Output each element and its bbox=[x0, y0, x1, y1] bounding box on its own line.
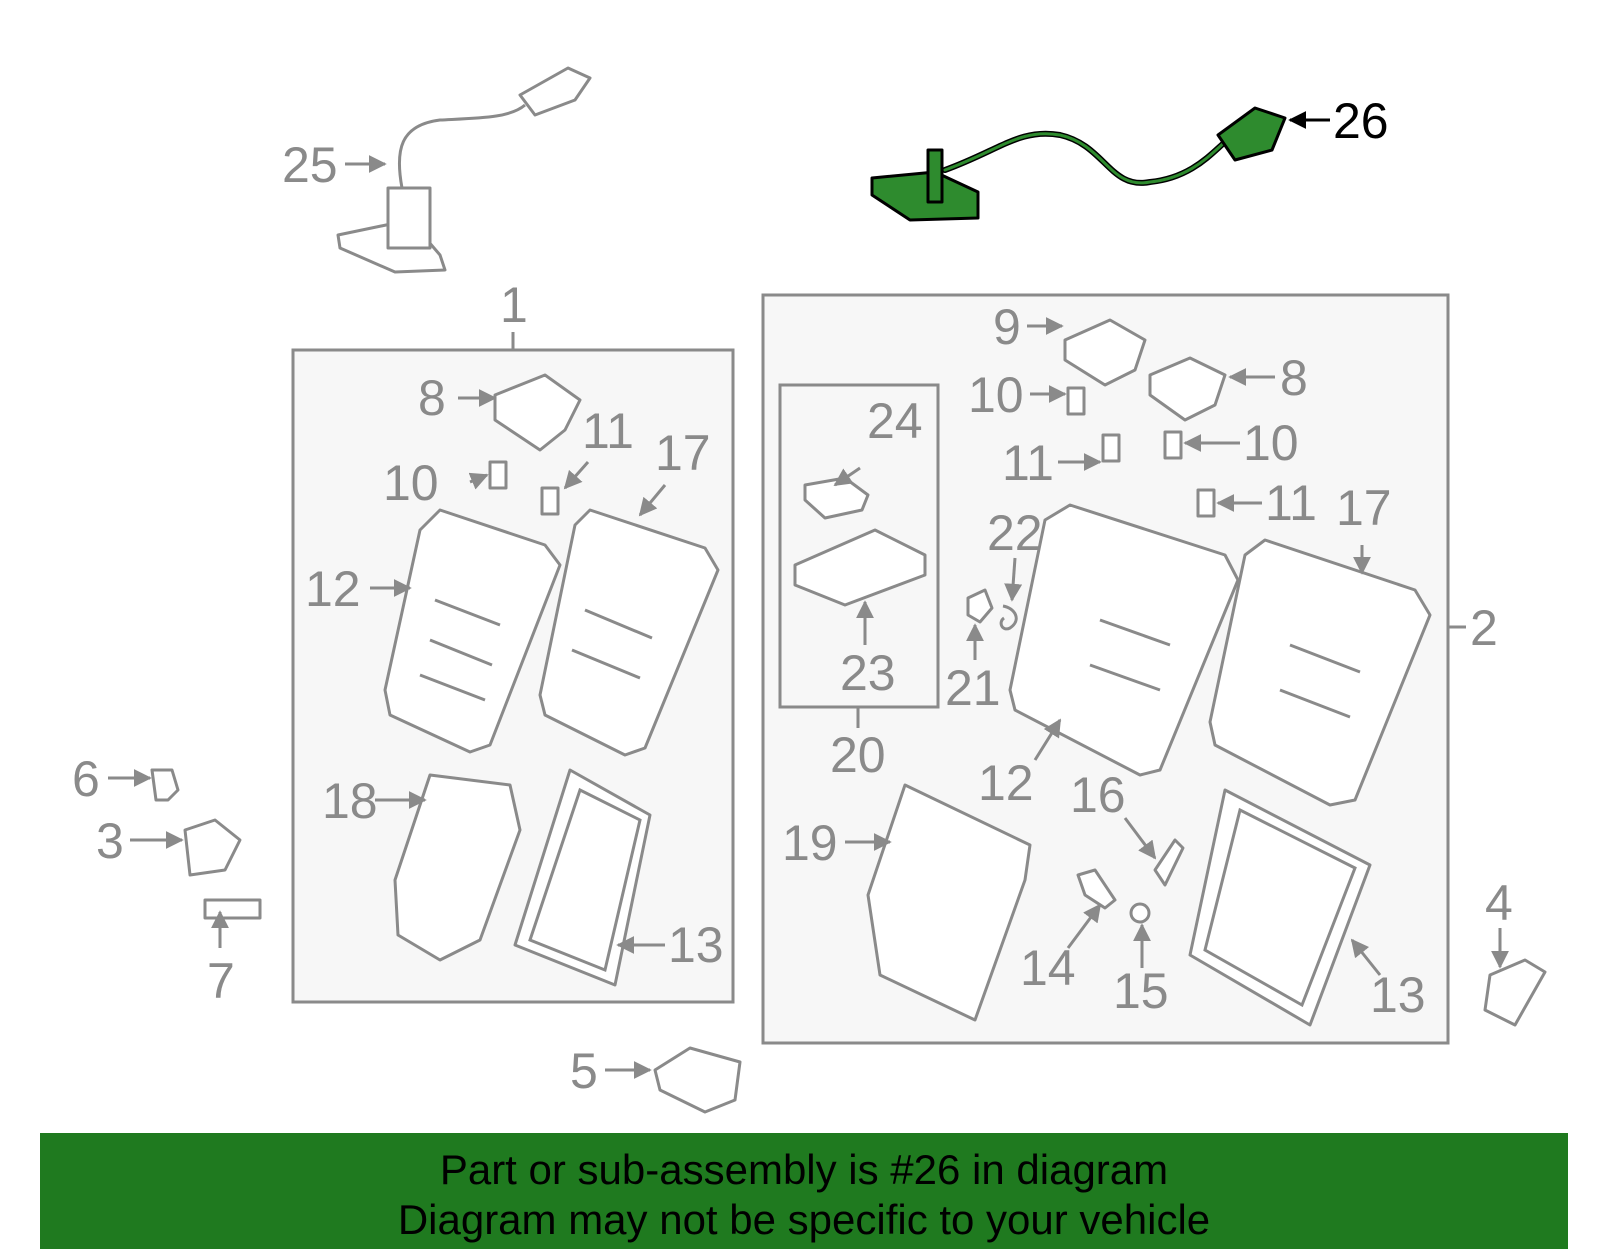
label-9: 9 bbox=[993, 299, 1021, 355]
part-12-seat-pad-right[interactable] bbox=[1008, 503, 1240, 777]
label-21: 21 bbox=[945, 660, 1001, 716]
part-17-seat-pad[interactable] bbox=[538, 508, 720, 757]
part-8-headrest-guide[interactable] bbox=[493, 373, 582, 452]
banner-line-2: Diagram may not be specific to your vehi… bbox=[397, 1196, 1211, 1243]
part-15-nut[interactable] bbox=[1129, 902, 1151, 924]
label-17-right: 17 bbox=[1336, 480, 1392, 536]
label-4: 4 bbox=[1485, 875, 1513, 931]
label-20: 20 bbox=[830, 727, 886, 783]
part-10-clip-b[interactable] bbox=[1163, 430, 1183, 460]
part-5-bracket[interactable] bbox=[653, 1046, 742, 1114]
label-6: 6 bbox=[72, 751, 100, 807]
label-8-right: 8 bbox=[1280, 350, 1308, 406]
label-26: 26 bbox=[1333, 93, 1389, 149]
label-19: 19 bbox=[782, 815, 838, 871]
part-11-clip-a[interactable] bbox=[1101, 433, 1121, 463]
part-8-headrest-guide-right[interactable] bbox=[1148, 356, 1227, 422]
label-13: 13 bbox=[668, 917, 724, 973]
label-10-a: 10 bbox=[968, 367, 1024, 423]
label-8: 8 bbox=[418, 370, 446, 426]
label-10: 10 bbox=[383, 455, 439, 511]
label-17: 17 bbox=[655, 425, 711, 481]
part-22-hook[interactable] bbox=[999, 604, 1018, 631]
leader-lines bbox=[108, 111, 1509, 1079]
label-1: 1 bbox=[500, 277, 528, 333]
label-22: 22 bbox=[987, 505, 1043, 561]
part-23-armrest[interactable] bbox=[793, 528, 927, 607]
label-12-right: 12 bbox=[978, 755, 1034, 811]
label-10-b: 10 bbox=[1243, 415, 1299, 471]
part-6-bolt[interactable] bbox=[150, 768, 180, 802]
part-11-clip[interactable] bbox=[540, 486, 560, 516]
part-10-clip[interactable] bbox=[488, 460, 508, 490]
part-3-bracket[interactable] bbox=[183, 818, 242, 877]
label-13-right: 13 bbox=[1370, 967, 1426, 1023]
info-banner: Part or sub-assembly is #26 in diagram D… bbox=[40, 1133, 1568, 1249]
label-14: 14 bbox=[1020, 940, 1076, 996]
part-26-cable[interactable] bbox=[870, 106, 1287, 222]
label-23: 23 bbox=[840, 645, 896, 701]
part-4-bracket[interactable] bbox=[1483, 958, 1547, 1027]
label-25: 25 bbox=[282, 137, 338, 193]
label-16: 16 bbox=[1070, 767, 1126, 823]
label-2: 2 bbox=[1470, 600, 1498, 656]
callout-labels: 25 26 1 8 11 10 17 12 6 3 7 18 13 5 2 9 … bbox=[72, 93, 1513, 1099]
part-13-frame[interactable] bbox=[513, 768, 652, 987]
label-24: 24 bbox=[867, 393, 923, 449]
label-18: 18 bbox=[322, 773, 378, 829]
label-15: 15 bbox=[1113, 963, 1169, 1019]
part-19-panel[interactable] bbox=[866, 783, 1032, 1022]
part-17-seat-pad-right[interactable] bbox=[1208, 538, 1432, 807]
part-16-bracket[interactable] bbox=[1153, 838, 1185, 887]
label-11-b: 11 bbox=[1265, 475, 1317, 531]
part-21-clip[interactable] bbox=[966, 588, 994, 624]
part-18-panel[interactable] bbox=[393, 773, 522, 962]
part-7-bolt[interactable] bbox=[203, 898, 262, 920]
banner-line-1: Part or sub-assembly is #26 in diagram bbox=[439, 1146, 1169, 1193]
part-9-headrest-guide[interactable] bbox=[1063, 318, 1147, 387]
part-11-clip-b[interactable] bbox=[1196, 488, 1216, 518]
label-11: 11 bbox=[582, 403, 634, 459]
label-5: 5 bbox=[570, 1043, 598, 1099]
label-11-a: 11 bbox=[1002, 435, 1054, 491]
part-25-cable[interactable] bbox=[336, 66, 592, 274]
part-10-clip-a[interactable] bbox=[1066, 386, 1086, 416]
label-7: 7 bbox=[207, 953, 235, 1009]
part-14-bolt[interactable] bbox=[1076, 868, 1117, 910]
label-12: 12 bbox=[305, 561, 361, 617]
label-3: 3 bbox=[96, 813, 124, 869]
